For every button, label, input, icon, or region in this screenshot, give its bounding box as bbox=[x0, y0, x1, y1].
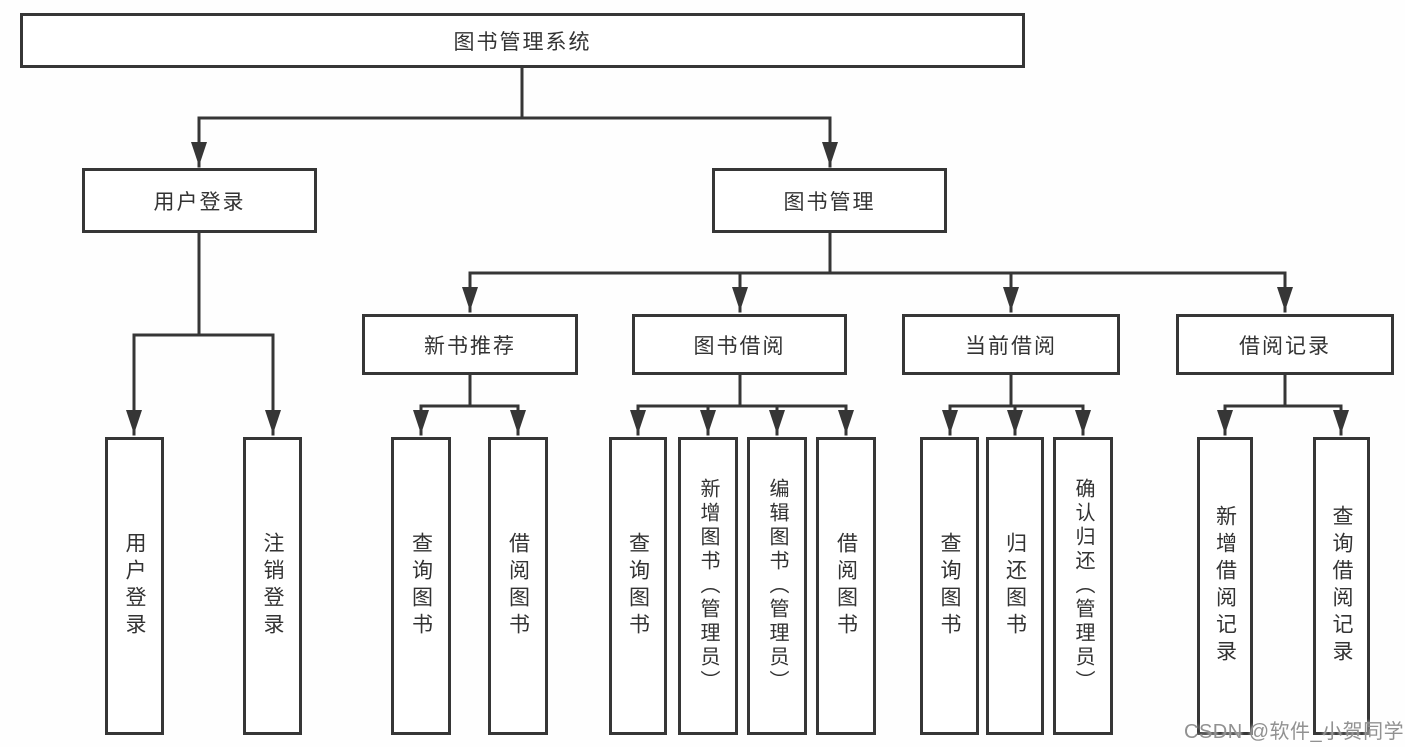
node-library-system-label: 图书管理系统 bbox=[453, 30, 592, 54]
leaf-confirm-return-admin: 确认归还（管理员） bbox=[1053, 437, 1113, 735]
node-library-system: 图书管理系统 bbox=[20, 13, 1025, 68]
node-borrow-records-label: 借阅记录 bbox=[1239, 334, 1331, 358]
leaf-user-login: 用户登录 bbox=[105, 437, 164, 735]
leaf-query-books-newbooks: 查询图书 bbox=[391, 437, 451, 735]
leaf-add-borrow-record-label: 新增借阅记录 bbox=[1213, 505, 1237, 667]
node-book-borrow-label: 图书借阅 bbox=[693, 334, 786, 358]
leaf-query-borrow-record-label: 查询借阅记录 bbox=[1330, 505, 1353, 667]
node-book-borrow: 图书借阅 bbox=[632, 314, 847, 375]
node-user-login-label: 用户登录 bbox=[153, 190, 246, 214]
node-user-login: 用户登录 bbox=[82, 168, 317, 233]
node-borrow-records: 借阅记录 bbox=[1176, 314, 1394, 375]
leaf-user-login-label: 用户登录 bbox=[123, 532, 146, 640]
leaf-borrow-books-newbooks-label: 借阅图书 bbox=[506, 532, 530, 640]
leaf-add-borrow-record: 新增借阅记录 bbox=[1197, 437, 1253, 735]
node-new-book-recommend: 新书推荐 bbox=[362, 314, 578, 375]
node-current-borrow-label: 当前借阅 bbox=[965, 334, 1057, 358]
leaf-logout-login-label: 注销登录 bbox=[261, 532, 284, 640]
leaf-query-books-current: 查询图书 bbox=[920, 437, 979, 735]
leaf-borrow-books-borrow-label: 借阅图书 bbox=[834, 532, 858, 640]
leaf-query-books-current-label: 查询图书 bbox=[938, 532, 961, 640]
node-current-borrow: 当前借阅 bbox=[902, 314, 1120, 375]
node-new-book-recommend-label: 新书推荐 bbox=[424, 334, 516, 358]
watermark-text: CSDN @软件_小贺同学 bbox=[1184, 721, 1405, 743]
leaf-query-books-newbooks-label: 查询图书 bbox=[409, 532, 433, 640]
leaf-query-borrow-record: 查询借阅记录 bbox=[1313, 437, 1370, 735]
leaf-add-books-admin: 新增图书（管理员） bbox=[678, 437, 738, 735]
leaf-confirm-return-admin-label: 确认归还（管理员） bbox=[1072, 478, 1094, 694]
leaf-query-books-borrow-label: 查询图书 bbox=[626, 532, 650, 640]
leaf-query-books-borrow: 查询图书 bbox=[609, 437, 667, 735]
leaf-borrow-books-borrow: 借阅图书 bbox=[816, 437, 876, 735]
leaf-logout-login: 注销登录 bbox=[243, 437, 302, 735]
leaf-borrow-books-newbooks: 借阅图书 bbox=[488, 437, 548, 735]
node-book-management: 图书管理 bbox=[712, 168, 947, 233]
node-book-management-label: 图书管理 bbox=[783, 190, 876, 214]
leaf-return-books-label: 归还图书 bbox=[1003, 532, 1027, 640]
leaf-edit-books-admin-label: 编辑图书（管理员） bbox=[766, 478, 788, 694]
leaf-return-books: 归还图书 bbox=[986, 437, 1044, 735]
leaf-add-books-admin-label: 新增图书（管理员） bbox=[697, 478, 719, 694]
leaf-edit-books-admin: 编辑图书（管理员） bbox=[747, 437, 807, 735]
